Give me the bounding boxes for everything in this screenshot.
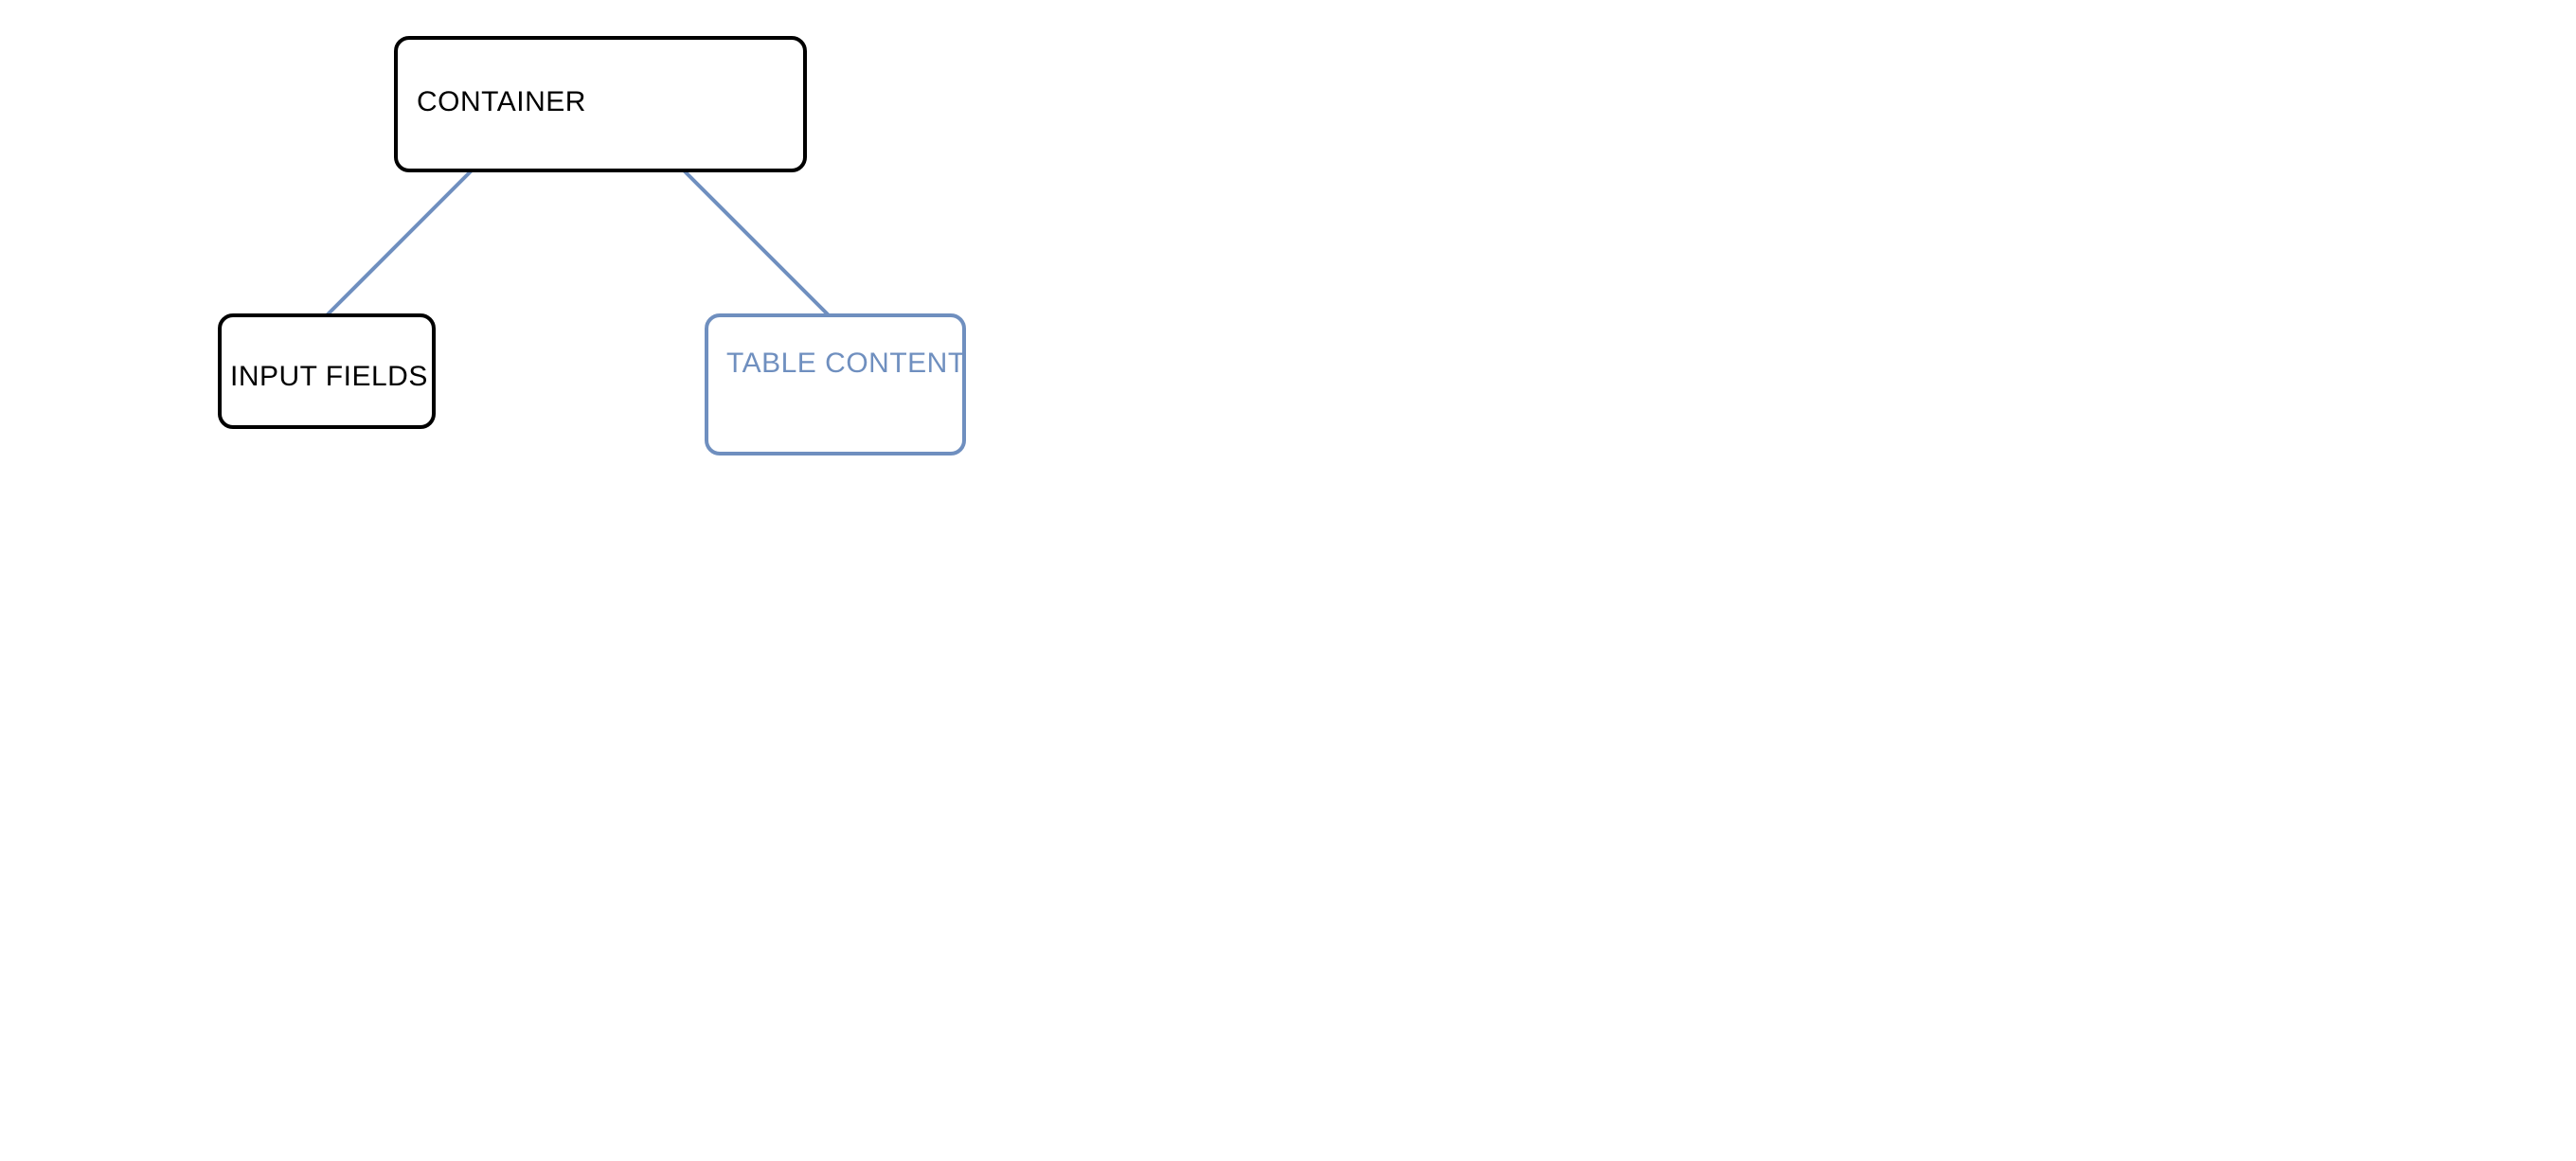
container-node[interactable]: CONTAINER — [394, 36, 807, 172]
table-content-node-box — [705, 313, 966, 455]
table-content-node[interactable]: TABLE CONTENT — [705, 313, 966, 455]
input-fields-node-box — [218, 313, 436, 429]
input-fields-node-label: INPUT FIELDS — [230, 361, 428, 392]
table-content-node-label: TABLE CONTENT — [726, 348, 966, 379]
container-node-box — [394, 36, 807, 172]
connector-container-to-table-content — [682, 169, 830, 316]
container-node-label: CONTAINER — [417, 86, 586, 117]
connector-container-to-input-fields — [326, 169, 474, 316]
input-fields-node[interactable]: INPUT FIELDS — [218, 313, 436, 429]
